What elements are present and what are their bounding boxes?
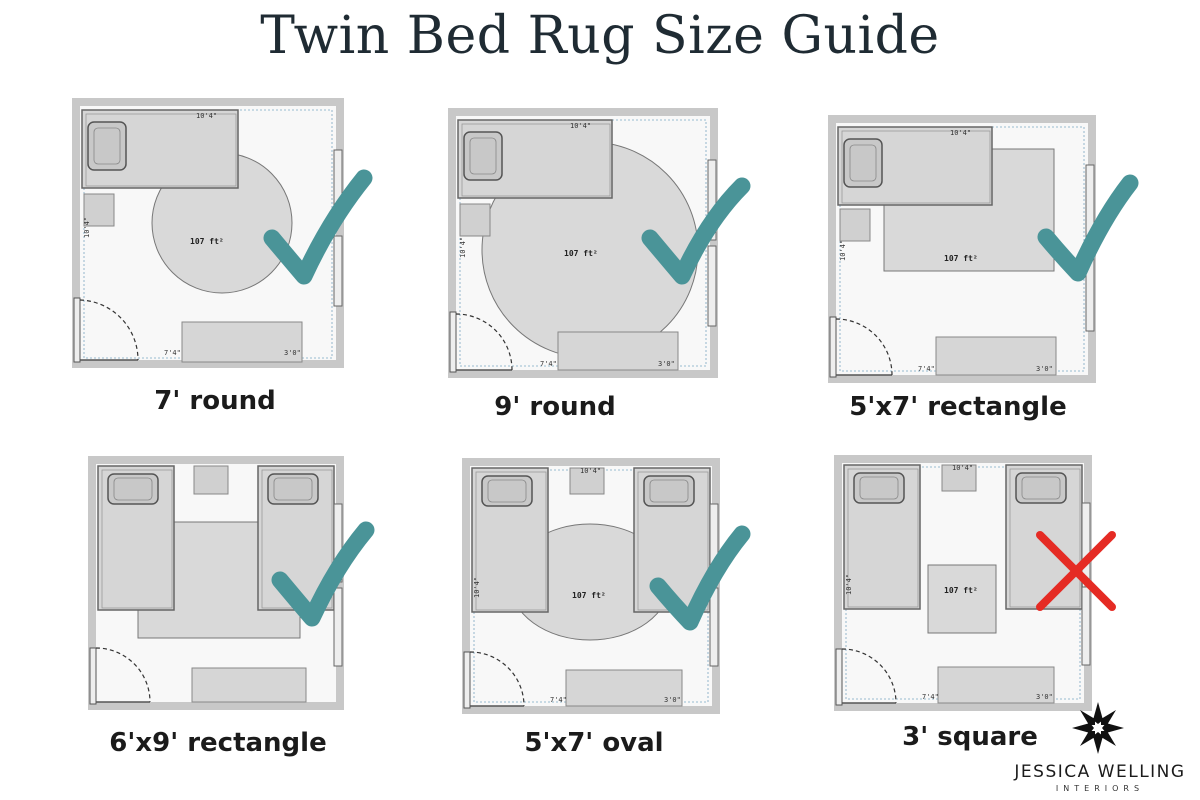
floorplan-9-round: 10'4" 10'4" 107 ft² 7'4" 3'0" <box>448 108 751 408</box>
floorplan-6x9-rectangle <box>88 456 388 756</box>
floorplan-5x7-oval: 10'4" 10'4" 107 ft² 7'4" 3'0" <box>462 458 762 758</box>
brand-subtitle: INTERIORS <box>1055 784 1145 793</box>
floorplan-drawing: 10'4" 10'4" 107 ft² 7'4" 3'0" <box>72 98 373 368</box>
page-title: Twin Bed Rug Size Guide <box>260 6 940 66</box>
top-dimension-label: 10'4" <box>580 467 601 475</box>
bottom-right-dimension-label: 3'0" <box>664 696 681 704</box>
bottom-left-dimension-label: 7'4" <box>550 696 567 704</box>
floorplan-drawing: 10'4" 10'4" 107 ft² 7'4" 3'0" <box>834 455 1116 711</box>
top-dimension-label: 10'4" <box>570 122 591 130</box>
floorplan-drawing: 10'4" 10'4" 107 ft² 7'4" 3'0" <box>448 108 751 378</box>
bottom-left-dimension-label: 7'4" <box>922 693 939 701</box>
caption-7-round: 7' round <box>154 386 276 416</box>
side-dimension-label: 10'4" <box>473 577 481 598</box>
top-dimension-label: 10'4" <box>952 464 973 472</box>
side-dimension-label: 10'4" <box>459 237 467 258</box>
starburst-logo-icon <box>1072 702 1124 754</box>
caption-5x7-oval: 5'x7' oval <box>524 728 664 758</box>
floorplan-3-square: 10'4" 10'4" 107 ft² 7'4" 3'0" <box>834 455 1134 755</box>
checkmark-icon <box>1037 174 1139 282</box>
checkmark-icon <box>649 525 751 631</box>
side-dimension-label: 10'4" <box>845 574 853 595</box>
side-dimension-label: 10'4" <box>83 217 91 238</box>
floorplan-5x7-rectangle: 10'4" 10'4" 107 ft² 7'4" 3'0" <box>828 115 1139 415</box>
caption-5x7-rectangle: 5'x7' rectangle <box>849 392 1067 422</box>
cross-icon <box>1036 531 1116 611</box>
checkmark-icon <box>641 177 751 285</box>
brand-logo: JESSICA WELLING INTERIORS <box>1000 700 1200 800</box>
side-dimension-label: 10'4" <box>839 240 847 261</box>
checkmark-icon <box>263 169 373 285</box>
bottom-right-dimension-label: 3'0" <box>1036 365 1053 373</box>
caption-9-round: 9' round <box>494 392 616 422</box>
caption-6x9-rectangle: 6'x9' rectangle <box>109 728 327 758</box>
brand-name: JESSICA WELLING <box>1014 762 1186 782</box>
floorplan-drawing: 10'4" 10'4" 107 ft² 7'4" 3'0" <box>462 458 751 714</box>
floorplan-drawing: 10'4" 10'4" 107 ft² 7'4" 3'0" <box>828 115 1139 383</box>
area-label: 107 ft² <box>944 254 978 263</box>
top-dimension-label: 10'4" <box>950 129 971 137</box>
bottom-left-dimension-label: 7'4" <box>918 365 935 373</box>
bottom-left-dimension-label: 7'4" <box>164 349 181 357</box>
bottom-right-dimension-label: 3'0" <box>1036 693 1053 701</box>
area-label: 107 ft² <box>944 586 978 595</box>
caption-3-square: 3' square <box>902 722 1038 752</box>
area-label: 107 ft² <box>572 591 606 600</box>
area-label: 107 ft² <box>564 249 598 258</box>
top-dimension-label: 10'4" <box>196 112 217 120</box>
area-label: 107 ft² <box>190 237 224 246</box>
checkmark-icon <box>271 521 375 627</box>
floorplan-7-round: 10'4" 10'4" 107 ft² 7'4" 3'0" <box>72 98 373 398</box>
floorplan-drawing <box>88 456 375 710</box>
bottom-right-dimension-label: 3'0" <box>658 360 675 368</box>
bottom-right-dimension-label: 3'0" <box>284 349 301 357</box>
bottom-left-dimension-label: 7'4" <box>540 360 557 368</box>
